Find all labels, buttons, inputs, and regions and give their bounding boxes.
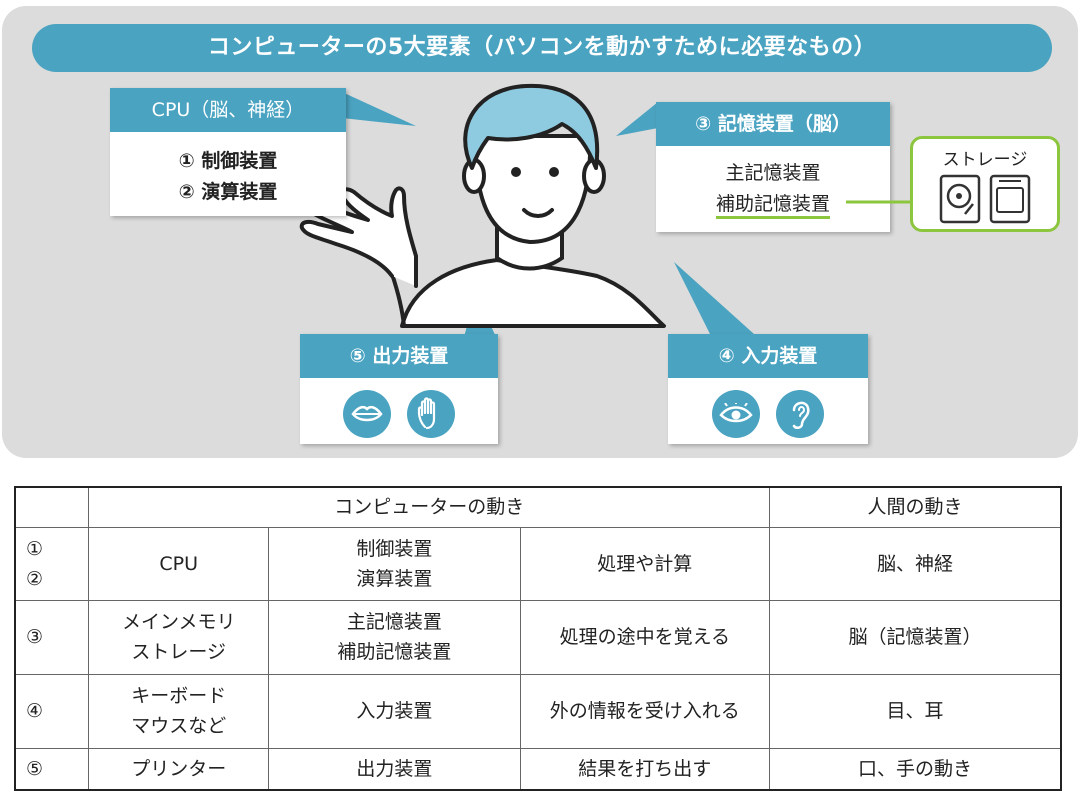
device-cell: キーボードマウスなど [88, 673, 270, 749]
storage-callout: ストレージ [910, 136, 1060, 232]
table-header-blank [14, 486, 90, 528]
lips-icon [343, 390, 391, 438]
storage-title: ストレージ [942, 150, 1028, 170]
row-number: ⑤ [14, 747, 90, 791]
human-cell: 目、耳 [769, 673, 1062, 749]
cpu-callout: CPU（脳、神経） ① 制御装置 ② 演算装置 [110, 88, 346, 216]
output-callout-header: ⑤ 出力装置 [300, 334, 498, 378]
input-connector [674, 262, 754, 334]
component-cell: 主記憶装置補助記憶装置 [268, 599, 521, 675]
memory-callout-header: ③ 記憶装置（脳） [656, 102, 890, 146]
ssd-icon [989, 174, 1031, 224]
cpu-callout-header: CPU（脳、神経） [110, 88, 346, 132]
table-row: ④ キーボードマウスなど 入力装置 外の情報を受け入れる 目、耳 [14, 673, 1062, 749]
device-cell: メインメモリストレージ [88, 599, 270, 675]
cpu-connector [342, 92, 416, 126]
row-number: ④ [14, 673, 90, 749]
action-cell: 処理の途中を覚える [519, 599, 771, 675]
eye-icon [712, 390, 760, 438]
diagram-title-banner: コンピューターの5大要素（パソコンを動かすために必要なもの） [32, 24, 1052, 72]
diagram-panel: コンピューターの5大要素（パソコンを動かすために必要なもの） [2, 6, 1078, 458]
human-cell: 脳、神経 [769, 526, 1062, 601]
component-cell: 制御装置演算装置 [268, 526, 521, 601]
action-cell: 外の情報を受け入れる [519, 673, 771, 749]
row-number: ③ [14, 599, 90, 675]
hard-disk-icon [939, 174, 981, 224]
main-memory-label: 主記憶装置 [725, 162, 821, 184]
human-cell: 脳（記憶装置） [769, 599, 1062, 675]
table-row: ③ メインメモリストレージ 主記憶装置補助記憶装置 処理の途中を覚える 脳（記憶… [14, 599, 1062, 675]
person-illustration [299, 83, 666, 328]
hand-icon [407, 390, 455, 438]
control-unit-label: ① 制御装置 [178, 150, 278, 172]
device-cell: プリンター [88, 747, 270, 791]
component-cell: 入力装置 [268, 673, 521, 749]
table-header-row: コンピューターの動き 人間の動き [14, 486, 1062, 528]
arithmetic-unit-label: ② 演算装置 [178, 181, 278, 203]
table-header-human: 人間の動き [769, 486, 1062, 528]
input-callout: ④ 入力装置 [668, 334, 868, 444]
table-row: ⑤ プリンター 出力装置 結果を打ち出す 口、手の動き [14, 747, 1062, 791]
storage-link-line [846, 200, 912, 204]
input-callout-header: ④ 入力装置 [668, 334, 868, 378]
output-callout: ⑤ 出力装置 [300, 334, 498, 444]
component-cell: 出力装置 [268, 747, 521, 791]
action-cell: 結果を打ち出す [519, 747, 771, 791]
human-cell: 口、手の動き [769, 747, 1062, 791]
memory-connector [616, 102, 658, 136]
table-header-computer: コンピューターの動き [88, 486, 771, 528]
auxiliary-memory-label: 補助記憶装置 [715, 193, 830, 219]
memory-callout: ③ 記憶装置（脳） 主記憶装置 補助記憶装置 [656, 102, 890, 232]
device-cell: CPU [88, 526, 270, 601]
action-cell: 処理や計算 [519, 526, 771, 601]
ear-icon [776, 390, 824, 438]
